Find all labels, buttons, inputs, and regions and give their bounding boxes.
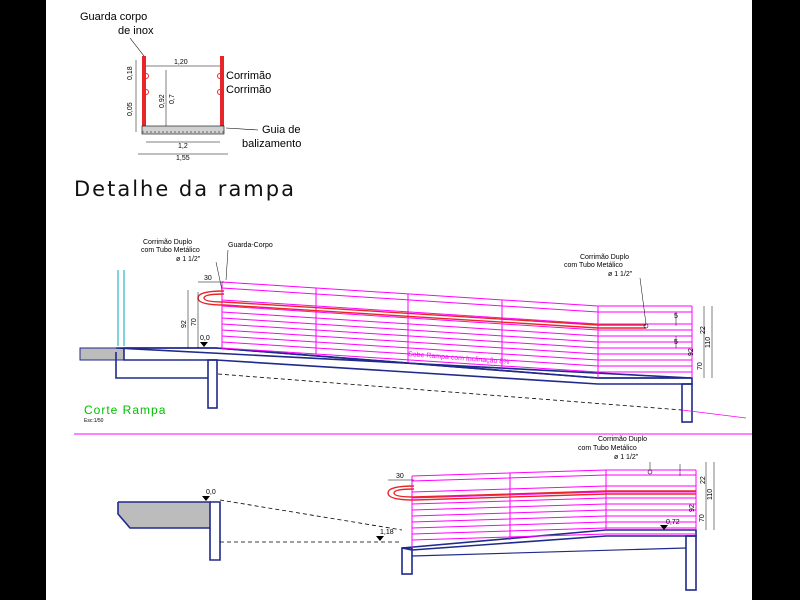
wall-2 <box>681 383 693 423</box>
s1-dim-92-left: 92 <box>181 320 188 328</box>
s1-handrail-left-2: com Tubo Metálico <box>141 247 200 254</box>
s1-dim-30: 30 <box>204 275 212 282</box>
s2-dim-92: 92 <box>689 504 696 512</box>
corrimao-bottom-label: Corrimão <box>226 84 271 96</box>
guarda-corpo-label-2: de inox <box>118 25 154 37</box>
s2-dim-70: 70 <box>699 514 706 522</box>
section-label: Corte Rampa <box>84 403 166 417</box>
dim-top: 1,20 <box>174 59 188 66</box>
s1-dim-5b: 5 <box>674 339 678 346</box>
cad-drawing: 1,20 1,2 1,55 0,18 0,05 0,92 0,7 Guarda … <box>74 11 752 591</box>
floor-slab <box>141 125 225 135</box>
s2-handrail-2: com Tubo Metálico <box>578 445 637 452</box>
right-handrail-lower <box>217 89 223 95</box>
s1-handrail-left-1: Corrimão Duplo <box>143 239 192 246</box>
s1-dim-70-left: 70 <box>191 318 198 326</box>
s1-handrail-right-3: ø 1 1/2" <box>608 271 633 278</box>
dim-bottom-1: 1,2 <box>178 143 188 150</box>
dim-mid-2: 0,7 <box>169 94 176 104</box>
s1-dim-92: 92 <box>688 348 695 356</box>
s2-level-right: 0,72 <box>666 519 680 526</box>
s2-dim-22: 22 <box>700 476 707 484</box>
left-platform-slab <box>79 347 125 361</box>
page-title: Detalhe da rampa <box>74 177 296 201</box>
right-handrail-upper <box>217 73 223 79</box>
s1-guarda-corpo: Guarda-Corpo <box>228 242 273 249</box>
dim-mid: 0,92 <box>159 94 166 108</box>
left-handrail-lower <box>143 89 149 95</box>
s1-handrail-left-3: ø 1 1/2" <box>176 256 201 263</box>
wall-1 <box>207 359 218 409</box>
s1-dim-5a: 5 <box>674 313 678 320</box>
s1-handrail-right-1: Corrimão Duplo <box>580 254 629 261</box>
section-2: 92 70 110 22 30 Corrimão Duplo com Tubo … <box>117 436 715 591</box>
guia-label-1: Guia de <box>262 124 301 136</box>
s2-level-bottom: 1,18 <box>380 529 394 536</box>
drawing-sheet: 1,20 1,2 1,55 0,18 0,05 0,92 0,7 Guarda … <box>46 0 752 600</box>
handrail-section-2 <box>387 485 696 501</box>
s2-handrail-1: Corrimão Duplo <box>598 436 647 443</box>
s2-dim-30: 30 <box>396 473 404 480</box>
s2-left-platform <box>117 501 211 529</box>
section-1: 92 70 110 22 5 5 92 70 30 0,0 Corrimão D… <box>79 239 747 424</box>
dim-left-2: 0,05 <box>127 102 134 116</box>
s2-level-top: 0,0 <box>206 489 216 496</box>
guardrail-section-1 <box>221 281 693 378</box>
guardrail-section-2 <box>411 469 697 548</box>
s1-handrail-right-2: com Tubo Metálico <box>564 262 623 269</box>
scale-label: Esc:1/50 <box>84 418 104 424</box>
s2-dim-110: 110 <box>707 489 714 500</box>
dim-bottom-2: 1,55 <box>176 155 190 162</box>
guardrail-detail: 1,20 1,2 1,55 0,18 0,05 0,92 0,7 Guarda … <box>80 11 301 162</box>
guia-label-2: balizamento <box>242 138 301 150</box>
s1-dim-22: 22 <box>700 326 707 334</box>
s2-handrail-3: ø 1 1/2" <box>614 454 639 461</box>
s1-level-top: 0,0 <box>200 335 210 342</box>
s1-dim-70: 70 <box>697 362 704 370</box>
s1-dim-110: 110 <box>705 337 712 348</box>
guarda-corpo-label-1: Guarda corpo <box>80 11 147 23</box>
left-handrail-upper <box>143 73 149 79</box>
dim-left-1: 0,18 <box>127 66 134 80</box>
corrimao-top-label: Corrimão <box>226 70 271 82</box>
